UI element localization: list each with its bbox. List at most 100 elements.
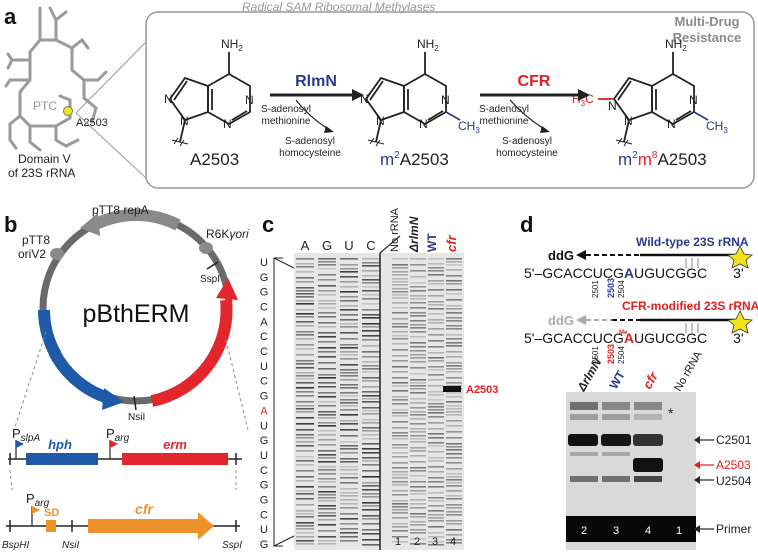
gel-band xyxy=(446,338,462,340)
a2503-band-label: A2503 xyxy=(466,384,498,396)
gel-band xyxy=(362,262,380,264)
gel-band xyxy=(318,336,336,338)
gel-band xyxy=(296,382,314,384)
gel-band xyxy=(318,312,336,314)
gel-band xyxy=(296,450,314,452)
gel-band xyxy=(410,450,426,452)
gel-band xyxy=(296,405,314,407)
hph-label: hph xyxy=(48,437,72,452)
p-arg-label-2: Parg xyxy=(26,491,50,509)
sequence-letter: C xyxy=(260,376,268,388)
gel-band xyxy=(296,375,314,377)
wt-primer-arrow xyxy=(576,245,753,269)
gel-band xyxy=(428,526,444,528)
panel-letter-a: a xyxy=(4,4,17,29)
gel-band xyxy=(410,320,426,322)
gel-band xyxy=(362,529,380,531)
sspI-bottom: SspI xyxy=(222,540,242,551)
gel-band xyxy=(392,343,408,345)
a2503-site-marker xyxy=(63,106,73,116)
gel-band xyxy=(392,284,408,286)
cfr-pos-2503: 2503 xyxy=(606,344,616,364)
gel-band xyxy=(296,372,314,374)
gel-band xyxy=(410,411,426,413)
gel-band xyxy=(318,508,336,510)
seq-lane-u: U xyxy=(344,238,353,253)
gel-band xyxy=(318,326,336,328)
gel-band xyxy=(318,290,336,292)
gel-band xyxy=(362,258,380,260)
r6k-ori-label: R6Kγori xyxy=(206,227,249,241)
gel-band xyxy=(428,385,444,387)
gel-band xyxy=(296,367,314,369)
gel-band xyxy=(410,407,426,409)
gel-band xyxy=(428,471,444,473)
gel-band xyxy=(410,276,426,278)
gel-band xyxy=(296,429,314,431)
gel-band xyxy=(428,541,444,543)
gel-band xyxy=(318,264,336,266)
gel-band xyxy=(296,493,314,495)
gel-band xyxy=(392,274,408,276)
gel-band xyxy=(446,334,462,336)
sah-1-line1: S-adenosyl xyxy=(285,136,335,147)
sequence-bracket xyxy=(273,257,295,547)
gel-band xyxy=(296,460,314,462)
gel-band xyxy=(428,301,444,303)
gel-band xyxy=(340,344,358,346)
gel-band xyxy=(428,322,444,324)
gel-d-lane-wt: WT xyxy=(606,368,628,392)
gel-band xyxy=(340,300,358,302)
gel-band xyxy=(340,536,358,538)
gel-band xyxy=(318,519,336,521)
gel-band xyxy=(340,492,358,494)
gel-band xyxy=(318,279,336,281)
gel-band xyxy=(318,457,336,459)
gel-band xyxy=(296,303,314,305)
gel-band xyxy=(410,315,426,317)
gel-band xyxy=(340,358,358,360)
gel-band xyxy=(340,281,358,283)
svg-text:N: N xyxy=(245,93,254,107)
gel-band xyxy=(296,354,314,356)
gel-band xyxy=(362,401,380,403)
reaction-arrow-2 xyxy=(480,89,590,133)
gel-band xyxy=(410,423,426,425)
gel-band xyxy=(446,425,462,427)
gel-band xyxy=(446,476,462,478)
gel-band xyxy=(296,536,314,538)
gel-band xyxy=(362,419,380,421)
gel-d-lane-num-3: 3 xyxy=(613,525,619,537)
gel-band xyxy=(428,374,444,376)
gel-band xyxy=(392,326,408,328)
gel-band xyxy=(318,505,336,507)
gel-band xyxy=(362,438,380,440)
gel-band xyxy=(318,439,336,441)
gel-band xyxy=(428,379,444,381)
svg-text:N: N xyxy=(164,92,173,106)
gel-band xyxy=(392,307,408,309)
gel-band xyxy=(428,295,444,297)
gel-band xyxy=(410,290,426,292)
sam-2-line1: S-adenosyl xyxy=(479,104,529,115)
gel-band xyxy=(296,441,314,443)
gel-band xyxy=(410,438,426,440)
gel-band xyxy=(318,303,336,305)
gel-band xyxy=(340,452,358,454)
mdr-line1: Multi-Drug xyxy=(675,14,740,29)
gel-band xyxy=(340,387,358,389)
gel-band xyxy=(362,515,380,517)
molecule-m2a2503: N N N N NH2 CH3 m2A2503 xyxy=(360,37,480,169)
ddg-cfr: ddG xyxy=(548,313,574,328)
gel-band xyxy=(318,515,336,517)
gel-band xyxy=(340,395,358,397)
gel-band xyxy=(428,510,444,512)
gel-band xyxy=(428,328,444,330)
gel-band xyxy=(428,536,444,538)
linear-map-cfr xyxy=(6,506,240,540)
gel-band xyxy=(318,414,336,416)
gel-band xyxy=(446,365,462,367)
gel-band xyxy=(340,271,358,273)
gel-band xyxy=(362,427,380,429)
gel-band xyxy=(428,481,444,483)
